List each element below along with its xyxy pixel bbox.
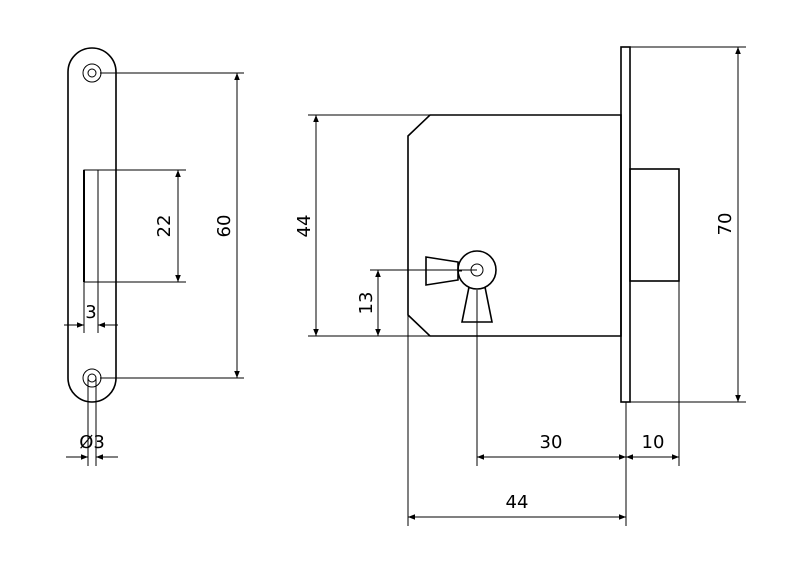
dimension-3: 3 <box>64 282 118 333</box>
dimension-diameter-3: Ø3 <box>66 378 118 466</box>
strike-plate-outline <box>67 47 117 403</box>
dimension-13-label: 13 <box>356 292 377 315</box>
latch-bolt <box>629 168 680 282</box>
strike-slot <box>83 169 99 283</box>
dimension-30-label: 30 <box>540 432 563 453</box>
strike-top-hole <box>82 63 102 83</box>
dimension-44-depth-label: 44 <box>506 492 529 513</box>
faceplate <box>620 46 631 403</box>
strike-plate <box>67 47 117 403</box>
dimension-10-label: 10 <box>642 432 665 453</box>
dimension-22: 22 <box>98 169 186 283</box>
dimension-22-label: 22 <box>154 215 175 238</box>
dimension-44-height-label: 44 <box>294 215 315 238</box>
keyhole <box>425 250 497 323</box>
dimension-3-label: 3 <box>85 302 96 323</box>
lock-case-outline <box>407 114 622 337</box>
dimension-10: 10 <box>626 281 680 466</box>
strike-bottom-hole <box>82 368 102 388</box>
dimension-70: 70 <box>630 46 746 403</box>
key-wing <box>425 256 459 286</box>
dimension-44-height: 44 <box>294 114 430 337</box>
dimension-44-depth: 44 <box>407 315 627 526</box>
dimension-diameter-3-label: Ø3 <box>79 432 105 453</box>
dimension-30: 30 <box>476 290 627 466</box>
lock-case <box>407 46 680 403</box>
dimension-70-label: 70 <box>715 213 736 236</box>
dimension-13: 13 <box>356 269 477 337</box>
dimension-60-label: 60 <box>214 215 235 238</box>
dimension-60: 60 <box>100 72 244 379</box>
